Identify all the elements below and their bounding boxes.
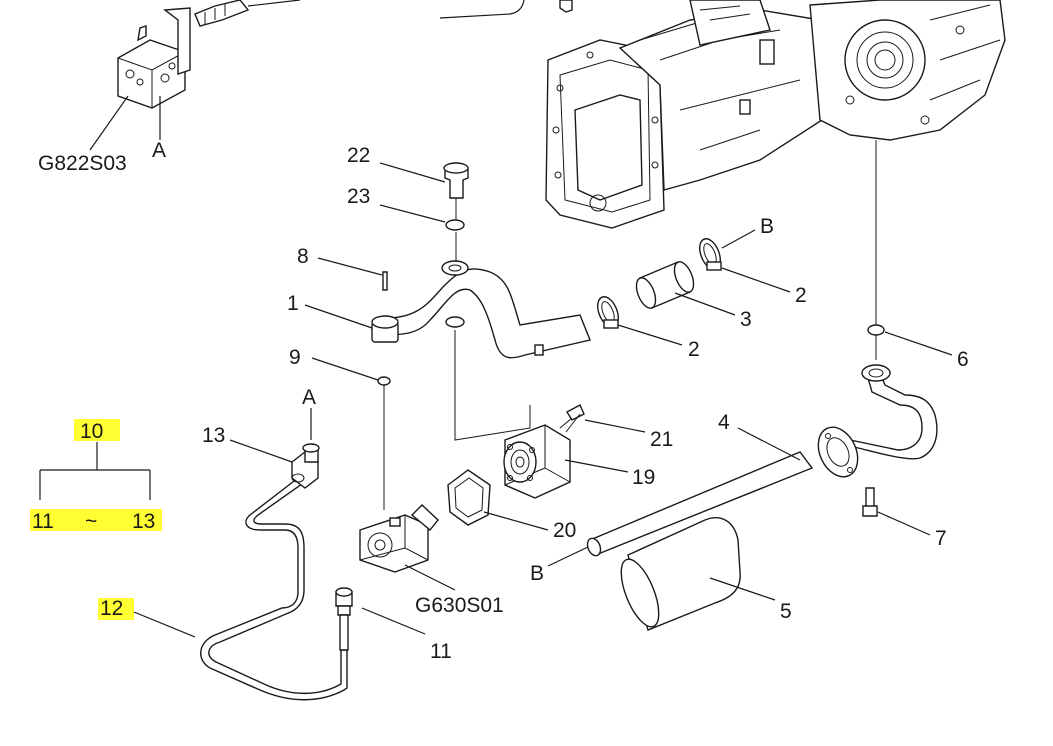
top-pipe: [247, 0, 525, 19]
leader-8: [317, 257, 383, 276]
leader-3: [674, 292, 736, 316]
leader-6: [884, 331, 953, 356]
label-4: 4: [718, 411, 730, 434]
label-19: 19: [632, 466, 655, 489]
label-3: 3: [740, 308, 752, 331]
part-8-screw: [382, 271, 388, 291]
label-g630s01: G630S01: [415, 594, 504, 617]
part-22-banjo-bolt: [443, 162, 469, 199]
valve-block-g822s03: [117, 0, 250, 109]
label-b-top: B: [760, 215, 774, 238]
label-9: 9: [289, 346, 301, 369]
label-21: 21: [650, 428, 673, 451]
leader-5: [709, 577, 776, 601]
label-13: 13: [202, 424, 225, 447]
leader-22: [379, 162, 446, 183]
leader-b-bottom: [547, 546, 589, 567]
part-9-oring: [377, 376, 391, 386]
transmission-housing: [545, 0, 1006, 229]
leader-21: [584, 419, 646, 433]
leader-4: [737, 427, 801, 461]
label-7: 7: [935, 527, 947, 550]
part-12-pipe: [200, 476, 348, 701]
label-g822s03: G822S03: [38, 152, 127, 175]
label-12: 12: [100, 597, 123, 620]
part-4-pipe: [586, 364, 938, 557]
label-13-range: 13: [132, 510, 155, 533]
part-1-pipe: [371, 260, 591, 359]
leader-11: [361, 607, 426, 635]
highlight-12: [98, 598, 134, 620]
guide-pipe-pump: [454, 330, 531, 441]
pump-g630s01: [359, 504, 439, 573]
group-bracket: [39, 442, 151, 500]
leader-23: [379, 204, 446, 223]
part-23-washer: [445, 219, 465, 231]
leader-g822s03: [89, 95, 129, 151]
part-7-bolt: [862, 487, 878, 517]
leader-9: [311, 357, 379, 381]
part-19-pump: [503, 424, 571, 499]
part-6-oring: [867, 324, 885, 336]
part-23b-washer: [445, 316, 465, 328]
label-10: 10: [80, 420, 103, 443]
label-b-bottom: B: [530, 562, 544, 585]
label-11-range: 11: [32, 510, 54, 533]
highlight-10: [74, 419, 120, 441]
label-5: 5: [780, 600, 792, 623]
label-22: 22: [347, 144, 370, 167]
label-6: 6: [957, 348, 969, 371]
part-3-sleeve: [635, 261, 695, 309]
label-tilde: ~: [85, 510, 97, 533]
label-a-top: A: [152, 139, 166, 162]
leader-13: [229, 439, 293, 463]
leader-g630s01: [404, 564, 456, 591]
label-1: 1: [287, 292, 299, 315]
label-8: 8: [297, 245, 309, 268]
part-2-clamp-mid: [597, 296, 619, 329]
leader-b-top: [721, 229, 756, 249]
label-2-top: 2: [795, 284, 807, 307]
part-21-bolt: [559, 404, 585, 433]
part-13-elbow: [291, 443, 320, 489]
highlight-11-13: [30, 509, 162, 531]
leader-2-mid: [617, 324, 683, 346]
leader-20: [483, 511, 549, 531]
label-2-mid: 2: [688, 338, 700, 361]
label-a-mid: A: [302, 386, 316, 409]
leader-1: [304, 304, 373, 329]
label-23: 23: [347, 185, 370, 208]
leader-19: [564, 459, 629, 473]
part-11-fitting: [335, 587, 353, 651]
leader-7: [877, 511, 931, 536]
part-5-filter: [620, 517, 741, 631]
label-20: 20: [553, 519, 576, 542]
leader-12: [133, 611, 196, 638]
label-11: 11: [430, 640, 452, 663]
part-2-clamp-top: [699, 238, 722, 271]
leader-2-top: [721, 267, 791, 293]
